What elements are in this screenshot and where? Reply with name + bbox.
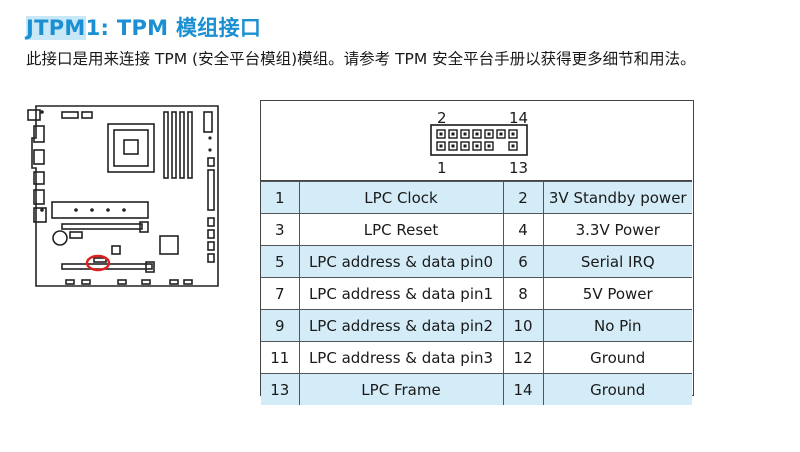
pin-number: 12 bbox=[502, 341, 544, 374]
header-pin-diagram: 2 14 1 bbox=[261, 101, 692, 181]
board-outline bbox=[31, 105, 219, 287]
jtpm-location-marker bbox=[85, 254, 111, 272]
pin-signal: Ground bbox=[542, 341, 692, 374]
pin-signal: No Pin bbox=[542, 309, 692, 342]
title-rest: 1: TPM 模组接口 bbox=[85, 16, 262, 40]
pin-number: 7 bbox=[261, 277, 300, 310]
pin-header-illustration: 2 14 1 bbox=[430, 109, 528, 177]
chipset bbox=[159, 235, 179, 255]
pin-number: 10 bbox=[502, 309, 544, 342]
pin-signal: 3.3V Power bbox=[542, 213, 692, 246]
pin-number: 11 bbox=[261, 341, 300, 374]
title-highlight: JTPM bbox=[26, 16, 86, 40]
pin-number: 14 bbox=[502, 373, 544, 405]
pin-signal: LPC address & data pin3 bbox=[298, 341, 504, 374]
pin-number: 1 bbox=[261, 181, 300, 214]
label-top-right: 14 bbox=[509, 109, 528, 127]
pin-number: 3 bbox=[261, 213, 300, 246]
pin-number: 9 bbox=[261, 309, 300, 342]
pin-number: 13 bbox=[261, 373, 300, 405]
pinout-table-frame: 2 14 1 bbox=[260, 100, 694, 405]
pin-number: 2 bbox=[502, 181, 544, 214]
pin-number: 6 bbox=[502, 245, 544, 278]
pin-number: 4 bbox=[502, 213, 544, 246]
label-bottom-left: 1 bbox=[437, 159, 447, 177]
pin-signal: 5V Power bbox=[542, 277, 692, 310]
pin-signal: Ground bbox=[542, 373, 692, 405]
label-bottom-right: 13 bbox=[509, 159, 528, 177]
pin-signal: LPC Clock bbox=[298, 181, 504, 214]
pin-signal: Serial IRQ bbox=[542, 245, 692, 278]
motherboard-diagram bbox=[27, 105, 219, 287]
pin-signal: LPC address & data pin1 bbox=[298, 277, 504, 310]
section-title: JTPM1: TPM 模组接口 bbox=[26, 12, 261, 42]
label-top-left: 2 bbox=[437, 109, 447, 127]
cpu-socket bbox=[107, 123, 155, 173]
pin-number: 8 bbox=[502, 277, 544, 310]
pin-signal: LPC address & data pin0 bbox=[298, 245, 504, 278]
pin-signal: 3V Standby power bbox=[542, 181, 692, 214]
pin-number: 5 bbox=[261, 245, 300, 278]
description-text: 此接口是用来连接 TPM (安全平台模组)模组。请参考 TPM 安全平台手册以获… bbox=[26, 50, 696, 68]
pin-signal: LPC address & data pin2 bbox=[298, 309, 504, 342]
pin-signal: LPC Frame bbox=[298, 373, 504, 405]
pin-signal: LPC Reset bbox=[298, 213, 504, 246]
